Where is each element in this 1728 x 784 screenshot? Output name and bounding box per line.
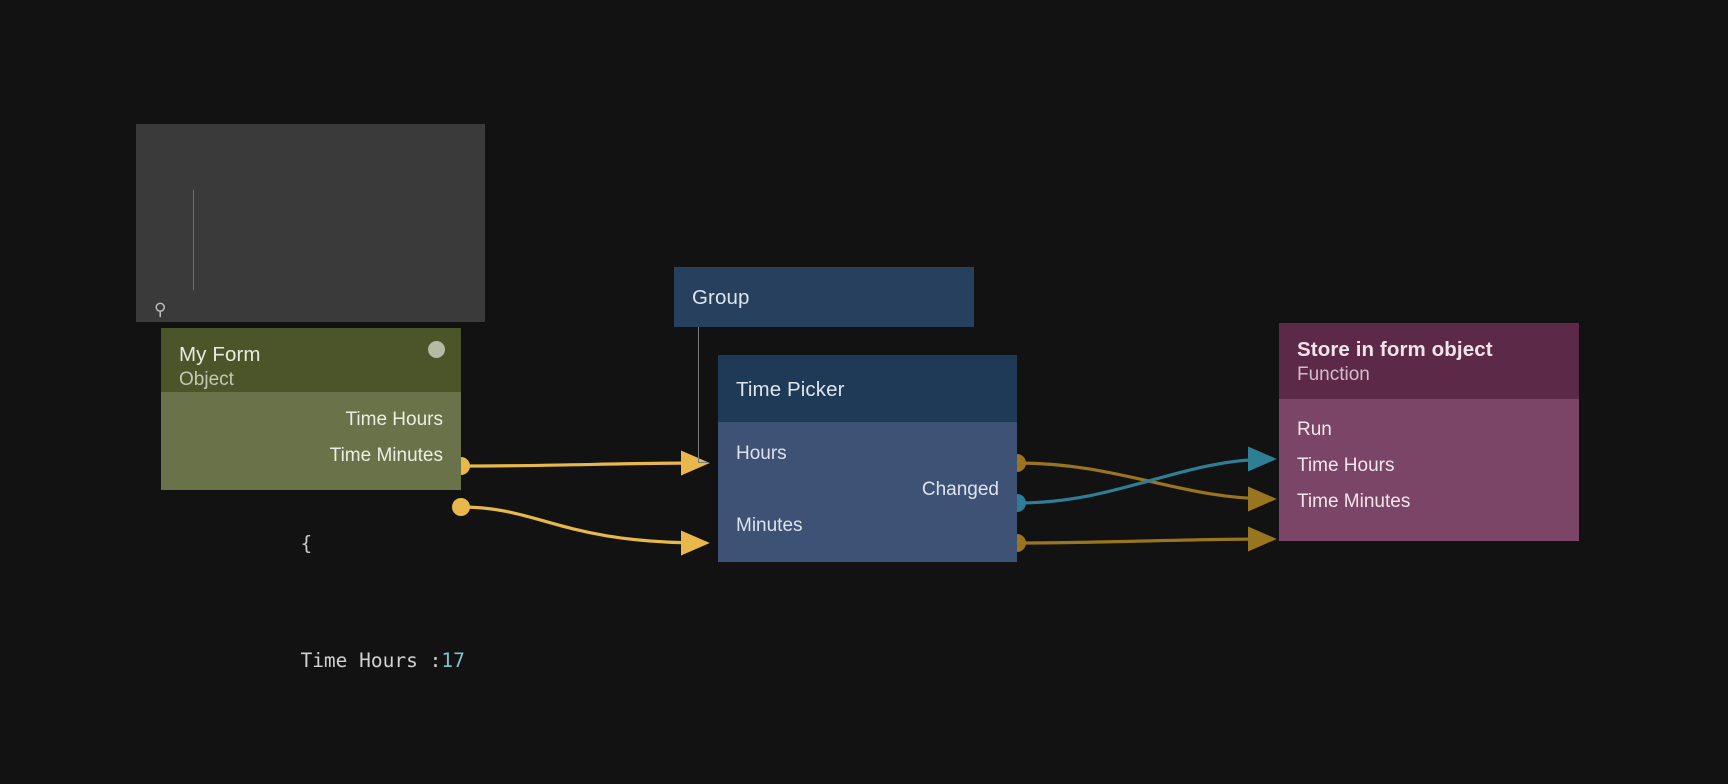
node-time-picker[interactable]: Time Picker Hours Changed Minutes (718, 355, 1017, 562)
port-my-form-time-minutes[interactable]: Time Minutes (161, 438, 461, 474)
wire-timepicker-hours-to-store-timehours (1016, 461, 1277, 512)
port-time-picker-changed[interactable]: Changed (718, 472, 1017, 508)
port-label: Minutes (736, 515, 803, 536)
port-label: Run (1297, 419, 1332, 440)
node-group-title: Group (692, 286, 750, 309)
wire-timepicker-minutes-to-store-timeminutes (1016, 526, 1277, 552)
node-store-in-form-object[interactable]: Store in form object Function Run Time H… (1279, 323, 1579, 541)
node-my-form-subtitle: Object (179, 369, 234, 390)
port-label: Time Hours (1297, 455, 1395, 476)
port-label: Time Minutes (1297, 491, 1411, 512)
wire-myform-hours-to-timepicker-hours (460, 450, 710, 476)
group-containment-rail-tick (698, 462, 709, 463)
node-store-body: Run Time Hours Time Minutes (1279, 399, 1579, 541)
inspector-entry-value: 17 (441, 649, 465, 672)
port-label: Changed (921, 479, 999, 500)
node-group[interactable]: Group (674, 267, 974, 327)
port-store-time-minutes[interactable]: Time Minutes (1279, 484, 1579, 520)
port-store-run[interactable]: Run (1279, 412, 1579, 448)
inspector-title-row: ⚲ Id: My Form (136, 290, 485, 399)
port-label: Time Minutes (329, 445, 443, 466)
inspector-tree-guide (193, 190, 194, 290)
inspector-open-brace: { (300, 532, 313, 555)
port-label: Time Hours (345, 409, 443, 430)
inspector-entry-row: Time Hours :17 (136, 602, 485, 672)
port-time-picker-minutes[interactable]: Minutes (718, 508, 1017, 544)
pin-icon[interactable]: ⚲ (154, 300, 167, 320)
node-time-picker-title: Time Picker (736, 377, 845, 401)
group-containment-rail (698, 327, 699, 462)
port-time-picker-hours[interactable]: Hours (718, 436, 1017, 472)
wire-myform-minutes-to-timepicker-minutes (460, 505, 710, 556)
inspector-entry-key: Time Hours : (300, 649, 442, 672)
port-label: Hours (736, 443, 787, 464)
node-store-title: Store in form object (1297, 338, 1493, 361)
node-my-form-body: Time Hours Time Minutes (161, 392, 461, 490)
node-time-picker-body: Hours Changed Minutes (718, 422, 1017, 562)
wire-timepicker-changed-to-store-run (1016, 446, 1277, 505)
node-my-form[interactable]: My Form Object Time Hours Time Minutes (161, 328, 461, 490)
inspector-entry-row: Time Minutes :0 (136, 758, 485, 784)
status-dot-icon[interactable] (428, 341, 445, 358)
node-my-form-header[interactable]: My Form Object (161, 328, 461, 392)
node-store-header[interactable]: Store in form object Function (1279, 323, 1579, 399)
node-time-picker-header[interactable]: Time Picker (718, 355, 1017, 422)
node-my-form-title: My Form (179, 343, 261, 366)
node-store-subtitle: Function (1297, 364, 1370, 385)
value-inspector-popup[interactable]: ⚲ Id: My Form { Time Hours :17 Time Minu… (136, 124, 485, 672)
node-group-header[interactable]: Group (674, 267, 974, 327)
port-store-time-hours[interactable]: Time Hours (1279, 448, 1579, 484)
port-my-form-time-hours[interactable]: Time Hours (161, 402, 461, 438)
